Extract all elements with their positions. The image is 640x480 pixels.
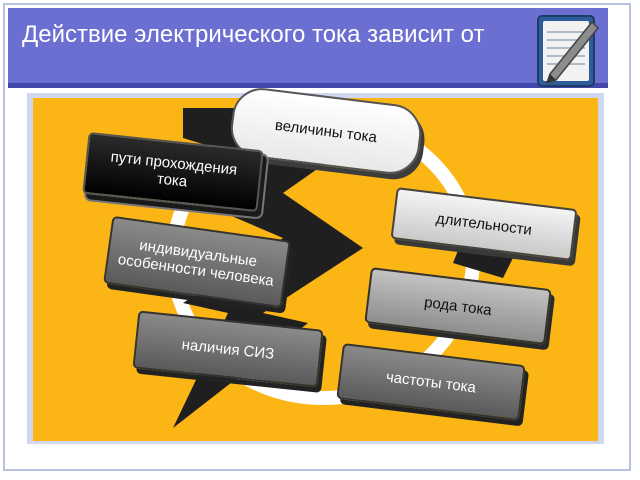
diagram-background: величины тока пути прохождения тока длит… <box>33 84 598 441</box>
factor-label: индивидуальные особенности человека <box>116 236 275 290</box>
slide-title: Действие электрического тока зависит от <box>22 21 485 48</box>
slide-frame <box>3 3 631 471</box>
notepad-pen-icon <box>537 15 600 87</box>
diagram-panel: величины тока пути прохождения тока длит… <box>27 84 604 444</box>
title-bar: Действие электрического тока зависит от <box>8 8 608 88</box>
factor-label: рода тока <box>423 293 493 319</box>
factor-label: пути прохождения тока <box>109 148 238 191</box>
factor-label: частоты тока <box>385 368 477 396</box>
factor-label: величины тока <box>274 116 378 146</box>
factor-label: наличия СИЗ <box>180 335 276 363</box>
factor-label: длительности <box>435 209 533 239</box>
